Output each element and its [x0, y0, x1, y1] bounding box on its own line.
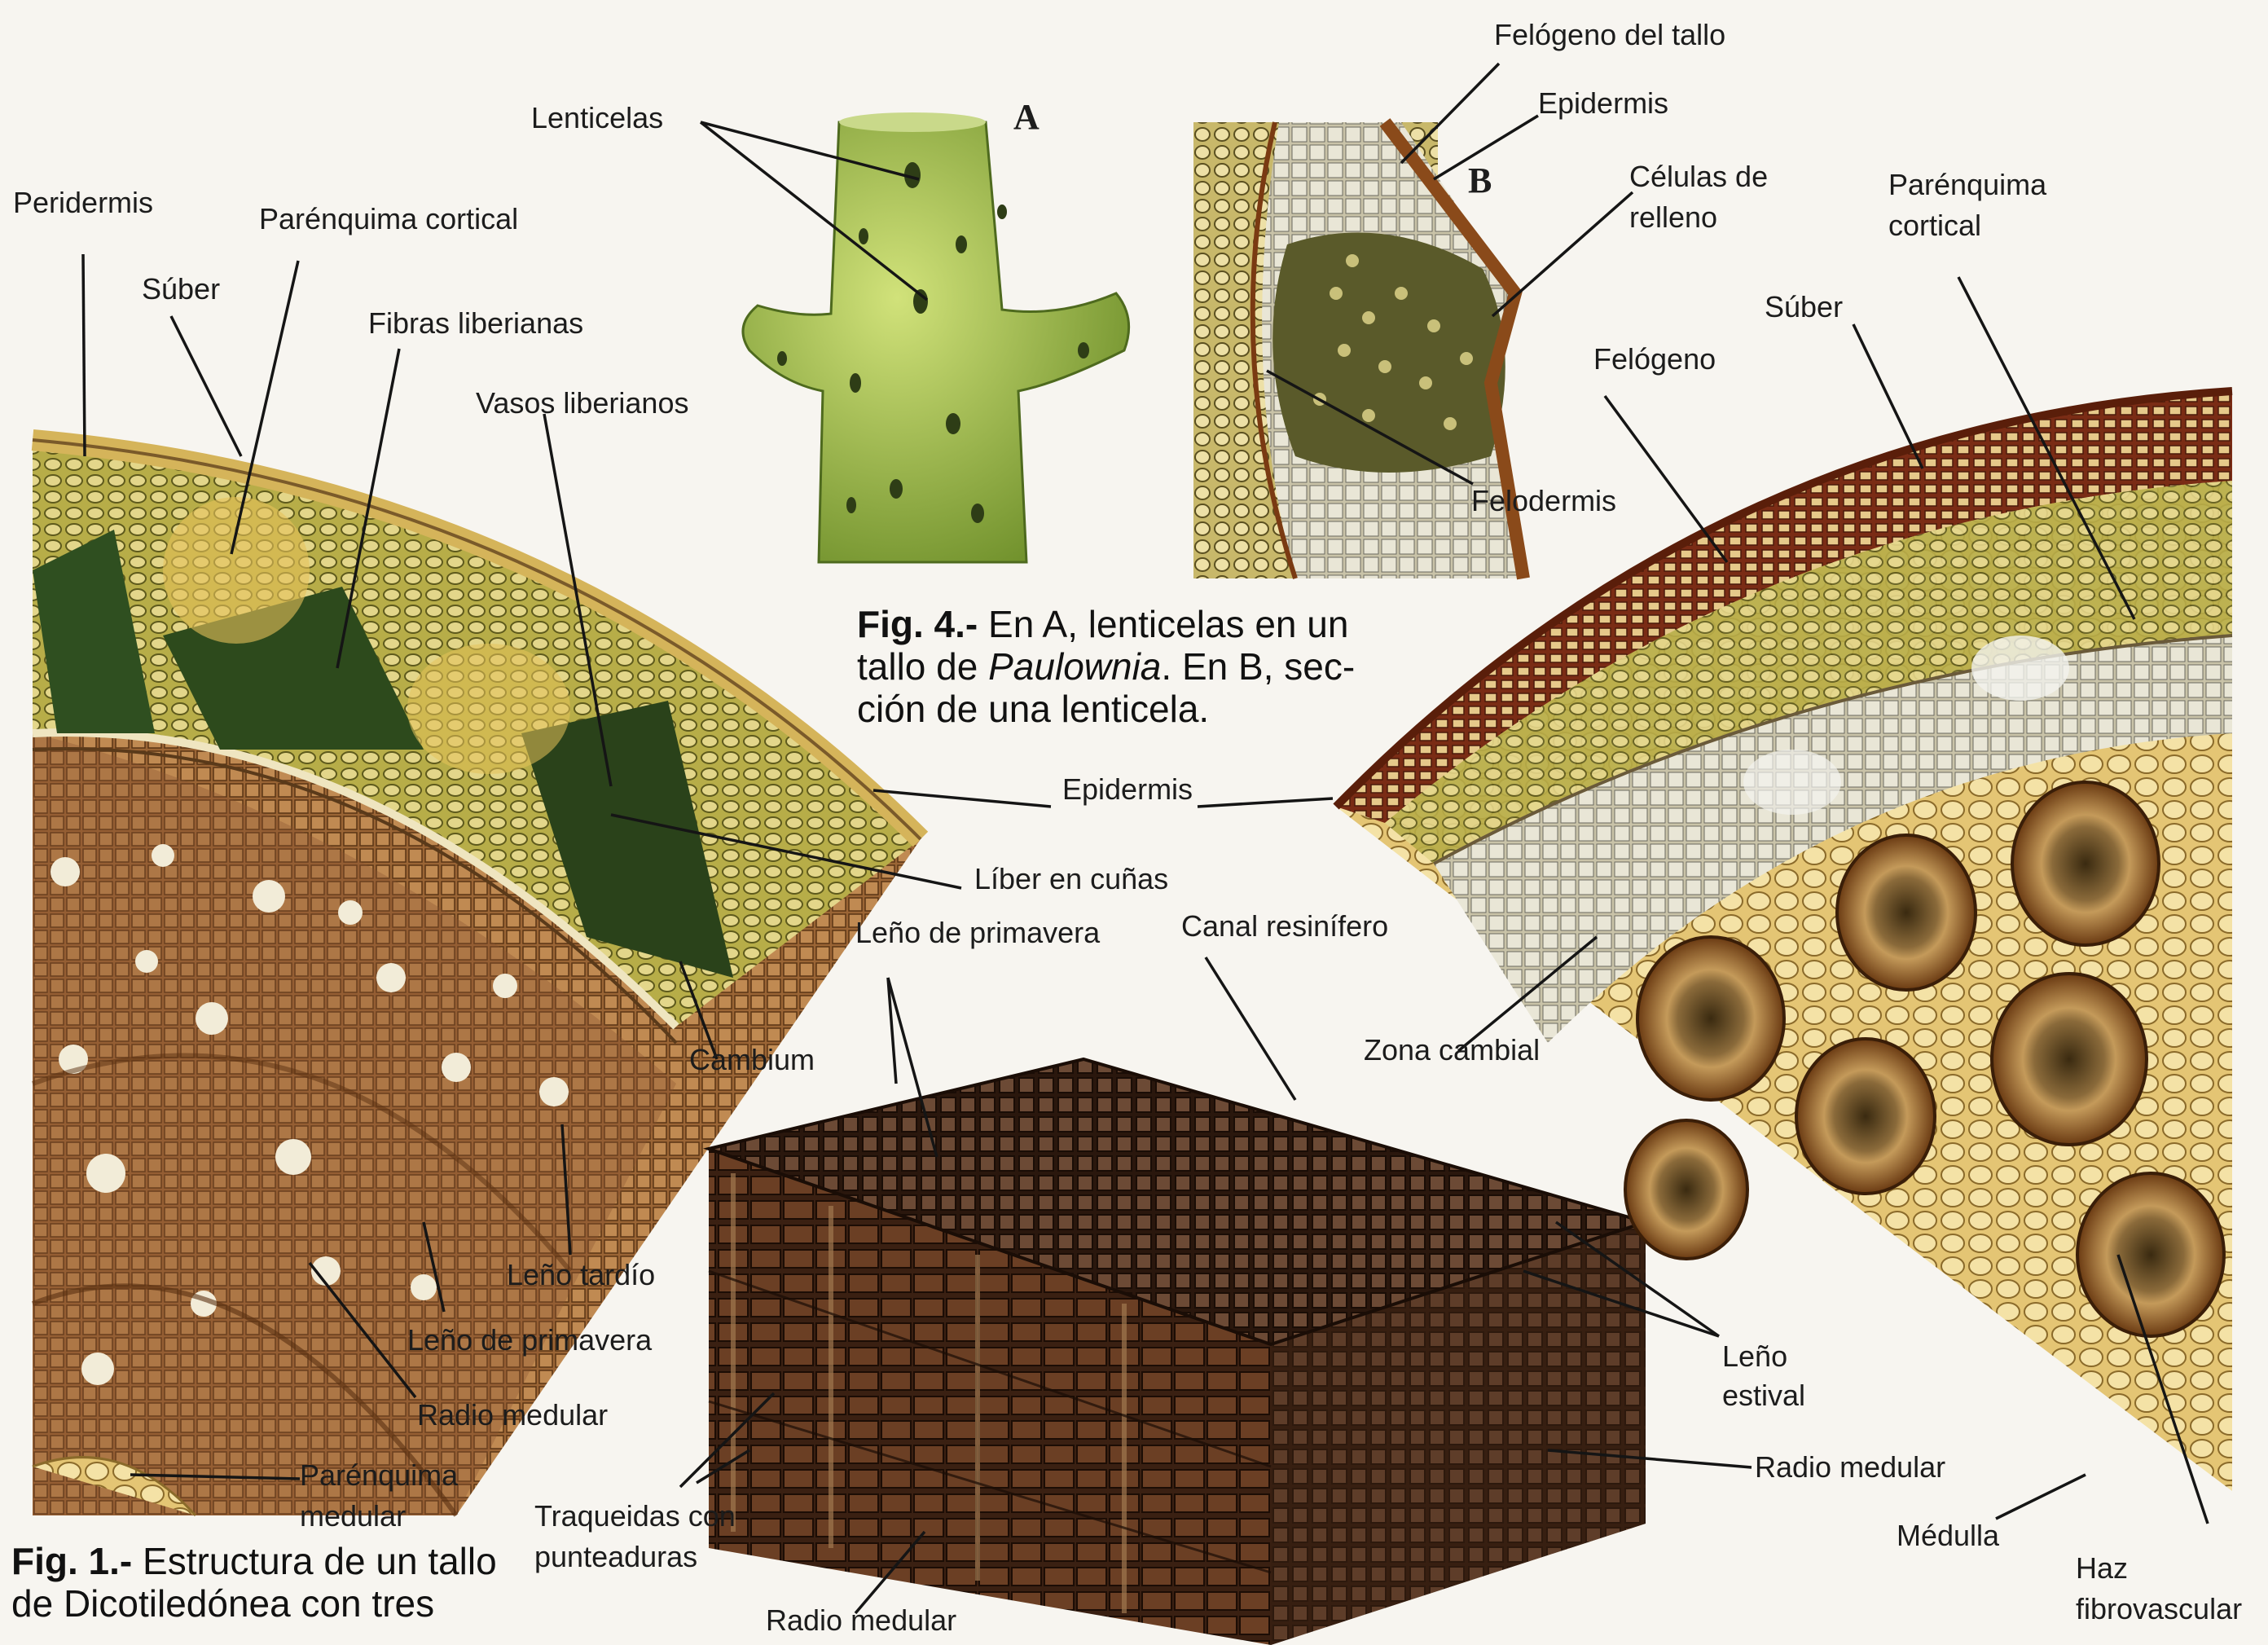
label-epidermis-fig4: Epidermis [1538, 86, 1668, 121]
label-celulas-de-relleno-2: relleno [1629, 200, 1717, 235]
label-vasos-liberianos: Vasos liberianos [476, 386, 688, 420]
panel-b-letter: B [1468, 160, 1492, 201]
label-fibras-liberianas: Fibras liberianas [368, 306, 583, 341]
label-lenticelas: Lenticelas [531, 101, 663, 135]
label-parenquima-medular-1: Parénquima [300, 1458, 458, 1493]
label-haz-2: fibrovascular [2076, 1592, 2242, 1626]
label-suber: Súber [142, 272, 220, 306]
label-canal-resinifero: Canal resinífero [1181, 909, 1388, 943]
fig1-caption-number: Fig. 1.- [11, 1540, 132, 1582]
label-peridermis: Peridermis [13, 186, 153, 220]
label-leno-estival-2: estival [1722, 1379, 1805, 1413]
fig4-caption-genus: Paulownia [988, 645, 1161, 688]
fig4-caption-line1: En A, lenticelas en un [978, 603, 1348, 645]
fig4-caption-line2a: tallo de [857, 645, 988, 688]
fig4a-stem-illustration [743, 112, 1129, 562]
label-traqueidas-2: punteaduras [534, 1540, 697, 1574]
label-epidermis-center: Epidermis [1062, 772, 1193, 807]
label-medulla: Médulla [1897, 1519, 1999, 1553]
wood-block-illustration [709, 1059, 1646, 1645]
label-radio-medular-right: Radio medular [1755, 1450, 1945, 1484]
fig1-caption-line1: Estructura de un tallo [132, 1540, 496, 1582]
fig4-caption-number: Fig. 4.- [857, 603, 978, 645]
fig1-caption-line2: de Dicotiledónea con tres [11, 1582, 497, 1625]
label-parenquima-cortical-right-1: Parénquima [1888, 168, 2046, 202]
label-parenquima-medular-2: medular [300, 1499, 406, 1533]
label-celulas-de-relleno-1: Células de [1629, 160, 1768, 194]
panel-a-letter: A [1013, 96, 1040, 138]
label-zona-cambial: Zona cambial [1364, 1033, 1540, 1067]
label-cambium: Cambium [689, 1043, 815, 1077]
label-suber-right: Súber [1765, 290, 1843, 324]
fig1-caption: Fig. 1.- Estructura de un tallo de Dicot… [11, 1540, 497, 1625]
label-leno-de-primavera-block: Leño de primavera [855, 916, 1100, 950]
label-parenquima-cortical-right-2: cortical [1888, 209, 1981, 243]
label-leno-de-primavera-left: Leño de primavera [407, 1323, 652, 1357]
label-parenquima-cortical: Parénquima cortical [259, 202, 518, 236]
label-haz-1: Haz [2076, 1551, 2128, 1586]
label-radio-medular-left: Radio medular [417, 1398, 608, 1432]
label-radio-medular-bottom: Radio medular [766, 1603, 956, 1638]
label-traqueidas-1: Traqueidas con [534, 1499, 736, 1533]
label-felogeno: Felógeno [1593, 342, 1716, 376]
label-felogeno-del-tallo: Felógeno del tallo [1494, 18, 1725, 52]
fig4-caption-line2b: . En B, sec- [1161, 645, 1355, 688]
label-felodermis: Felodermis [1471, 484, 1616, 518]
label-liber-en-cunas: Líber en cuñas [974, 862, 1168, 896]
label-leno-estival-1: Leño [1722, 1339, 1787, 1374]
label-leno-tardio: Leño tardío [507, 1258, 655, 1292]
fig4-caption-line3: ción de una lenticela. [857, 688, 1355, 730]
fig4-caption: Fig. 4.- En A, lenticelas en un tallo de… [857, 603, 1355, 730]
